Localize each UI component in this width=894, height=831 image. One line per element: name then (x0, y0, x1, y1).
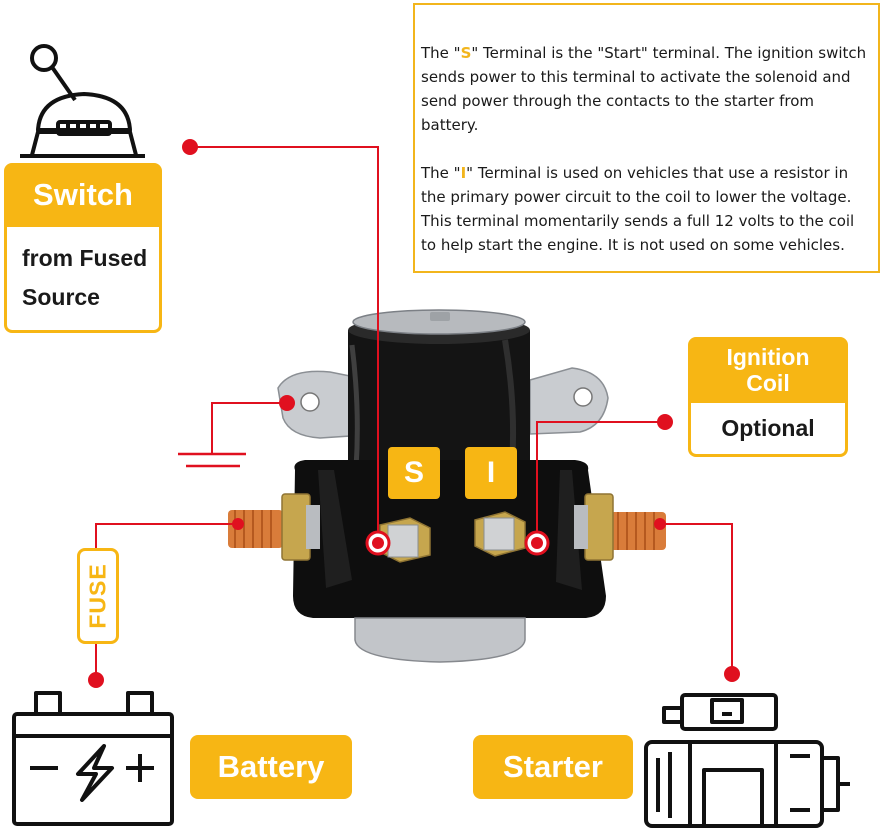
i-terminal-badge: I (465, 447, 517, 499)
fuse-label: FUSE (77, 548, 119, 644)
ground-icon (178, 452, 246, 468)
s-terminal-stud (379, 517, 431, 563)
wires (95, 146, 733, 680)
ignition-coil-optional: Optional (688, 403, 848, 457)
s-terminal-description: The "S" Terminal is the "Start" terminal… (421, 44, 867, 134)
starter-motor-icon (644, 693, 850, 828)
terminal-info-box: The "S" Terminal is the "Start" terminal… (413, 3, 880, 273)
wire-battery-fuse (95, 523, 236, 548)
switch-line-2: Source (22, 284, 100, 310)
switch-description: from Fused Source (4, 227, 162, 333)
wire-switch-to-s (190, 146, 379, 543)
starter-label: Starter (473, 735, 633, 799)
starter-post (574, 493, 666, 561)
ignition-coil-line-2: Coil (746, 370, 790, 396)
battery-label: Battery (190, 735, 352, 799)
wire-ground (211, 402, 287, 453)
battery-icon (12, 691, 174, 826)
s-letter: S (460, 44, 472, 62)
fuse-text: FUSE (84, 563, 111, 629)
switch-line-1: from Fused (22, 245, 148, 271)
i-terminal-description: The "I" Terminal is used on vehicles tha… (421, 164, 855, 254)
ignition-switch-icon (20, 44, 145, 158)
switch-title: Switch (4, 163, 162, 227)
ignition-coil-title: Ignition Coil (688, 337, 848, 403)
i-terminal-stud (474, 511, 526, 557)
wire-starter (660, 523, 733, 674)
i-letter: I (460, 164, 467, 182)
solenoid-image (228, 309, 666, 663)
ignition-coil-line-1: Ignition (726, 344, 810, 370)
terminal-rings (365, 530, 550, 556)
wire-coil-to-i (536, 421, 665, 543)
wire-dots (88, 139, 740, 688)
s-terminal-badge: S (388, 447, 440, 499)
